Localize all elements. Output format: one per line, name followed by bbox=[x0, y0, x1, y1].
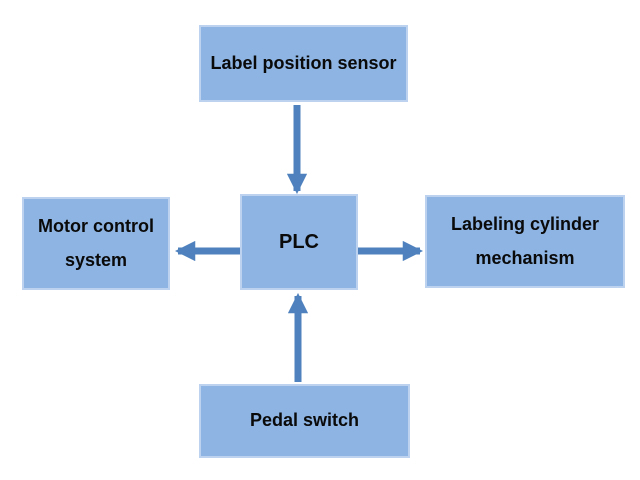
node-plc: PLC bbox=[240, 194, 358, 290]
node-label: PLC bbox=[279, 230, 319, 253]
node-motor-control-system: Motor control system bbox=[22, 197, 170, 290]
node-labeling-cylinder-mechanism: Labeling cylinder mechanism bbox=[425, 195, 625, 288]
node-label: Motor control system bbox=[38, 216, 154, 270]
node-label: Pedal switch bbox=[249, 410, 360, 431]
node-label: Labeling cylinder mechanism bbox=[450, 214, 600, 268]
node-label-position-sensor: Label position sensor bbox=[199, 25, 408, 102]
node-label: Label position sensor bbox=[210, 52, 397, 73]
node-pedal-switch: Pedal switch bbox=[199, 384, 410, 458]
